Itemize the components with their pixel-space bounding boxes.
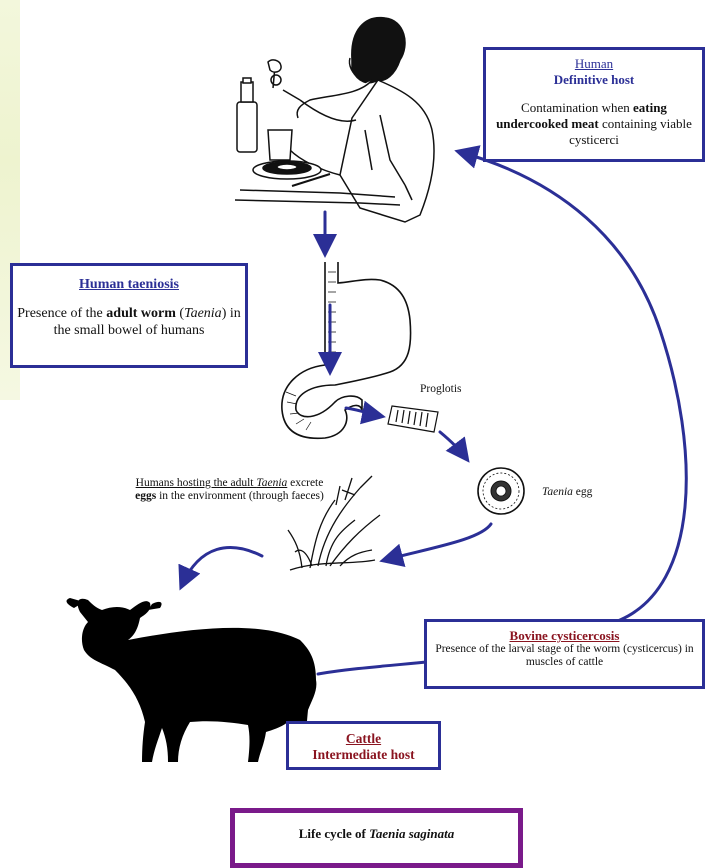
proglotis-label: Proglotis xyxy=(420,383,462,395)
text-bold: adult worm xyxy=(106,306,176,321)
spacer xyxy=(486,88,702,100)
humans-excrete-label: Humans hosting the adult Taenia excrete … xyxy=(127,477,332,503)
caption-box: Life cycle of Taenia saginata xyxy=(230,808,523,868)
text-part: excrete xyxy=(287,477,324,489)
text-part: containing viable cysticerci xyxy=(569,116,692,147)
intestine-illustration xyxy=(281,262,412,440)
text-bold: eggs xyxy=(135,490,157,502)
grass-illustration xyxy=(287,475,381,571)
egg-label: Taenia egg xyxy=(542,486,592,499)
egg-label-italic: Taenia xyxy=(542,486,573,498)
cattle-title: Cattle xyxy=(345,731,382,746)
caption-text: Life cycle of Taenia saginata xyxy=(299,826,455,841)
definitive-host-title: Human xyxy=(574,56,614,71)
man-eating-illustration xyxy=(234,16,435,223)
cattle-host-box: Cattle Intermediate host xyxy=(286,721,441,770)
caption-text-part: Life cycle of xyxy=(298,826,370,841)
text-part: Presence of the xyxy=(17,306,107,321)
text-bold: eating undercooked meat xyxy=(496,100,667,131)
definitive-host-text: Contamination when eating undercooked me… xyxy=(486,100,702,148)
arrow-to-egg xyxy=(438,430,470,463)
text-part: ( xyxy=(175,306,185,321)
arrow-egg-to-grass xyxy=(379,522,493,567)
egg-label-text: egg xyxy=(572,486,593,498)
text-part: ) in the small bowel of humans xyxy=(53,306,241,338)
text-part: Contamination when xyxy=(521,100,633,115)
taeniosis-text: Presence of the adult worm (Taenia) in t… xyxy=(13,305,245,339)
bovine-cysticercosis-box: Bovine cysticercosis Presence of the lar… xyxy=(424,619,705,689)
arrow-to-proglottid xyxy=(344,400,386,425)
text-italic: Taenia xyxy=(256,477,288,489)
text-italic: Taenia xyxy=(184,306,222,321)
text-part: Humans hosting the adult xyxy=(135,477,257,489)
definitive-host-subtitle: Definitive host xyxy=(553,72,635,87)
egg-illustration xyxy=(477,467,525,515)
human-taeniosis-box: Human taeniosis Presence of the adult wo… xyxy=(10,263,248,368)
cow-silhouette xyxy=(66,598,317,762)
proglottid-illustration xyxy=(387,405,439,433)
arrow-grass-to-cow xyxy=(178,546,264,591)
cattle-subtitle: Intermediate host xyxy=(312,747,415,762)
taeniosis-title: Human taeniosis xyxy=(79,277,179,292)
caption-italic: Taenia saginata xyxy=(369,826,455,841)
spacer xyxy=(13,293,245,305)
definitive-host-box: Human Definitive host Contamination when… xyxy=(483,47,705,162)
bovine-title: Bovine cysticercosis xyxy=(509,628,620,643)
text-part: in the environment (through faeces) xyxy=(156,490,324,502)
bovine-text: Presence of the larval stage of the worm… xyxy=(435,643,694,668)
